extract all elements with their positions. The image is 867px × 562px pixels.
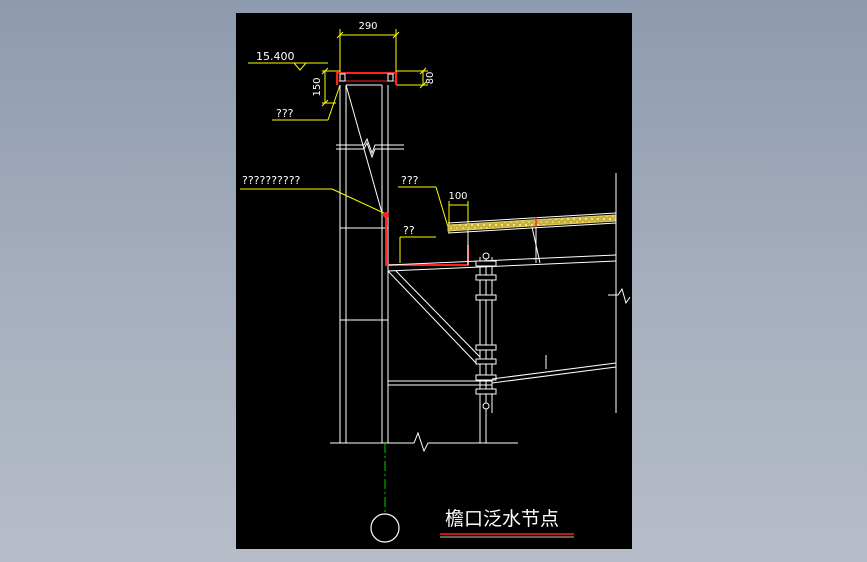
coping-flashing [336, 72, 397, 85]
right-height-dimension [396, 67, 428, 89]
wall-flashing [383, 212, 469, 266]
right-height-value: 80 [425, 72, 436, 85]
elevation-value: 15.400 [256, 50, 295, 63]
gutter-note-leader [399, 236, 436, 263]
roof-note-leader [398, 186, 449, 228]
gutter-note: ?? [403, 224, 415, 237]
cad-drawing-svg: 290 15.400 150 80 ??? [240, 21, 631, 543]
grid-axis-bubble [370, 513, 400, 543]
roof-note: ??? [401, 174, 419, 187]
parapet-break-line [336, 137, 404, 159]
coping-bolts [339, 73, 394, 82]
connection-bolts [475, 252, 497, 410]
coping-note: ??? [276, 107, 294, 120]
top-width-dimension [336, 29, 400, 75]
top-width-value: 290 [358, 21, 377, 32]
drawing-title: 檐口泛水节点 [445, 508, 559, 530]
flashing-note: ?????????? [242, 174, 301, 187]
parapet-wall [339, 84, 389, 443]
elevation-marker [248, 62, 328, 71]
purlin-supports [467, 226, 541, 265]
flashing-note-leader [240, 188, 387, 215]
rafter-break-line [608, 287, 631, 305]
roof-panel [447, 173, 617, 413]
base-break-line [330, 431, 518, 453]
left-height-value: 150 [312, 77, 323, 96]
lower-beam [388, 355, 617, 386]
cad-drawing-viewport[interactable]: 290 15.400 150 80 ??? [236, 13, 632, 549]
coping-note-leader [272, 84, 341, 121]
gutter-width-value: 100 [448, 191, 467, 202]
rafter-beam [387, 254, 617, 364]
